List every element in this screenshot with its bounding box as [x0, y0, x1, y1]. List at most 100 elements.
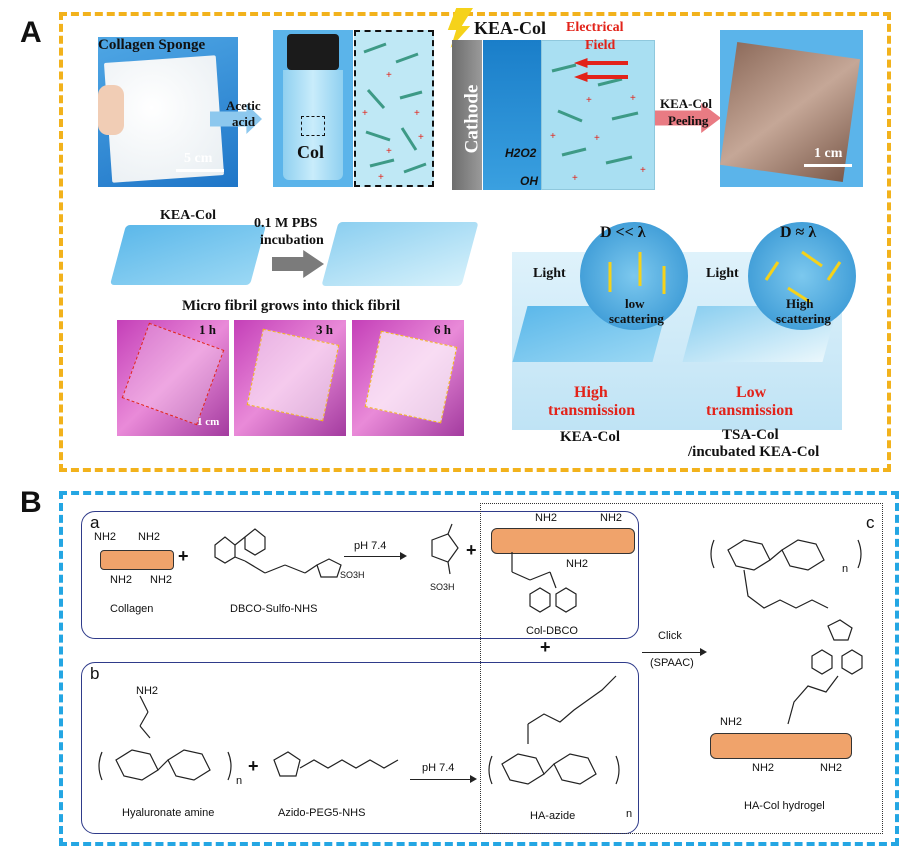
- d-small-label: D << λ: [600, 224, 646, 241]
- time-3h: 3 h: [316, 322, 333, 337]
- nh2-7: NH2: [566, 558, 589, 570]
- dbco-sulfo-nhs-label: DBCO-Sulfo-NHS: [230, 603, 318, 615]
- pbs-line2: incubation: [260, 233, 324, 248]
- click-label: Click: [658, 630, 682, 642]
- reaction-arrow-b: [410, 779, 474, 780]
- svg-text:+: +: [572, 173, 578, 184]
- pbs-line1: 0.1 M PBS: [254, 216, 318, 231]
- hyaluronate-amine-label: Hyaluronate amine: [122, 807, 215, 819]
- nh2-9: NH2: [720, 716, 743, 728]
- nh2-10: NH2: [752, 762, 775, 774]
- panel-b-frame: [59, 491, 899, 846]
- acetic-label: Acetic: [226, 98, 261, 113]
- azido-peg5-nhs-label: Azido-PEG5-NHS: [278, 807, 366, 819]
- nh2-1: NH2: [94, 531, 117, 543]
- collagen-label: Collagen: [110, 603, 154, 615]
- panel-a-frame: [59, 12, 891, 472]
- ha-azide-label: HA-azide: [530, 810, 576, 822]
- panel-letter-a: A: [20, 16, 42, 49]
- reaction-a-box: [81, 511, 639, 639]
- click-arrow: [642, 652, 702, 653]
- svg-text:+: +: [586, 95, 592, 106]
- n-2: n: [626, 808, 633, 820]
- acid-label: acid: [232, 114, 256, 129]
- reaction-arrowhead-b: [470, 775, 477, 783]
- so3h-2: SO3H: [430, 582, 455, 592]
- scale-1cm-bottom: 1 cm: [197, 416, 220, 428]
- svg-text:+: +: [418, 132, 424, 143]
- svg-text:+: +: [640, 165, 646, 176]
- low-scatter-circle: [580, 222, 688, 330]
- vial-cap: [287, 34, 339, 70]
- ha-col-hydrogel-structure: [710, 539, 863, 725]
- panel-letter-b: B: [20, 486, 42, 519]
- plus-2: +: [466, 540, 477, 560]
- product-dotted-box: [480, 503, 883, 834]
- tsa-caption-1: TSA-Col: [722, 427, 779, 443]
- film-outline-3h: [246, 328, 340, 422]
- dbco-linker-structure: [511, 552, 577, 613]
- cathode-electrode: [452, 40, 482, 190]
- reaction-arrow-a: [344, 556, 404, 557]
- oh-label: OH: [520, 174, 538, 188]
- plus-4: +: [248, 756, 259, 776]
- vial-zoom-box: [301, 116, 325, 136]
- col-dbco-label: Col-DBCO: [526, 625, 578, 637]
- peeling-label: Peeling: [668, 113, 709, 128]
- high-scatter-arrows: [764, 250, 842, 304]
- vial-body: [283, 70, 343, 180]
- low-transmission-1: Low: [736, 384, 767, 401]
- vial-photo: Col: [273, 30, 353, 187]
- electrophoresis-zone: +++ +++: [541, 40, 655, 190]
- field-arrow-2: [574, 72, 628, 82]
- scale-5cm: 5 cm: [184, 151, 213, 166]
- fibril-molecules: +++ +++: [362, 42, 427, 183]
- electrical-label: Electrical: [566, 20, 624, 35]
- so3h-1: SO3H: [340, 570, 365, 580]
- kea-col-slab: [109, 225, 267, 285]
- scale-bar: [176, 169, 224, 172]
- n-3: n: [842, 563, 849, 575]
- kea-col-gel-layer: [483, 40, 541, 190]
- azido-peg5-nhs-structure: [273, 751, 399, 777]
- nh2-2: NH2: [138, 531, 161, 543]
- peeled-film-photo: 1 cm: [720, 30, 863, 187]
- col-dbco-rod: [491, 528, 635, 554]
- collagen-rod: [100, 550, 174, 570]
- svg-text:+: +: [386, 70, 392, 81]
- sub-b-label: b: [90, 664, 100, 683]
- spaac-label: (SPAAC): [650, 657, 694, 669]
- kea-col-top-label: KEA-Col: [474, 18, 546, 38]
- thick-fibril-slab: [321, 222, 479, 286]
- nh2-5: NH2: [535, 512, 558, 524]
- reaction-b-box: [81, 662, 639, 834]
- scattering-left-label: scattering: [609, 311, 664, 326]
- svg-text:+: +: [630, 93, 636, 104]
- scattering-right-label: scattering: [776, 311, 831, 326]
- cathode-label: Cathode: [461, 84, 483, 154]
- nh2-4: NH2: [150, 574, 173, 586]
- micro-fibril-label: Micro fibril grows into thick fibril: [182, 298, 401, 314]
- nh2-8: NH2: [136, 685, 159, 697]
- hydrogel-collagen-rod: [710, 733, 852, 759]
- n-1: n: [236, 775, 243, 787]
- scale-bar-top: [804, 164, 852, 167]
- film-outline-1h: [121, 322, 225, 426]
- migrating-molecules: +++ +++: [550, 63, 646, 184]
- high-scatter-circle: [748, 222, 856, 330]
- svg-text:+: +: [550, 131, 556, 142]
- kea-col-peel-label: KEA-Col: [660, 96, 712, 111]
- low-scatter-arrows: [608, 252, 666, 294]
- h2o2-label: H2O2: [505, 146, 537, 160]
- nh2-3: NH2: [110, 574, 133, 586]
- col-label: Col: [297, 142, 324, 162]
- kea-col-caption: KEA-Col: [560, 429, 620, 445]
- col-solution-zoom: +++ +++: [354, 30, 434, 187]
- nh2-11: NH2: [820, 762, 843, 774]
- svg-text:+: +: [414, 108, 420, 119]
- low-label: low: [625, 296, 645, 311]
- ha-azide-structure: [488, 675, 620, 785]
- field-label: Field: [585, 38, 616, 53]
- svg-text:+: +: [378, 172, 384, 183]
- click-arrowhead: [700, 648, 707, 656]
